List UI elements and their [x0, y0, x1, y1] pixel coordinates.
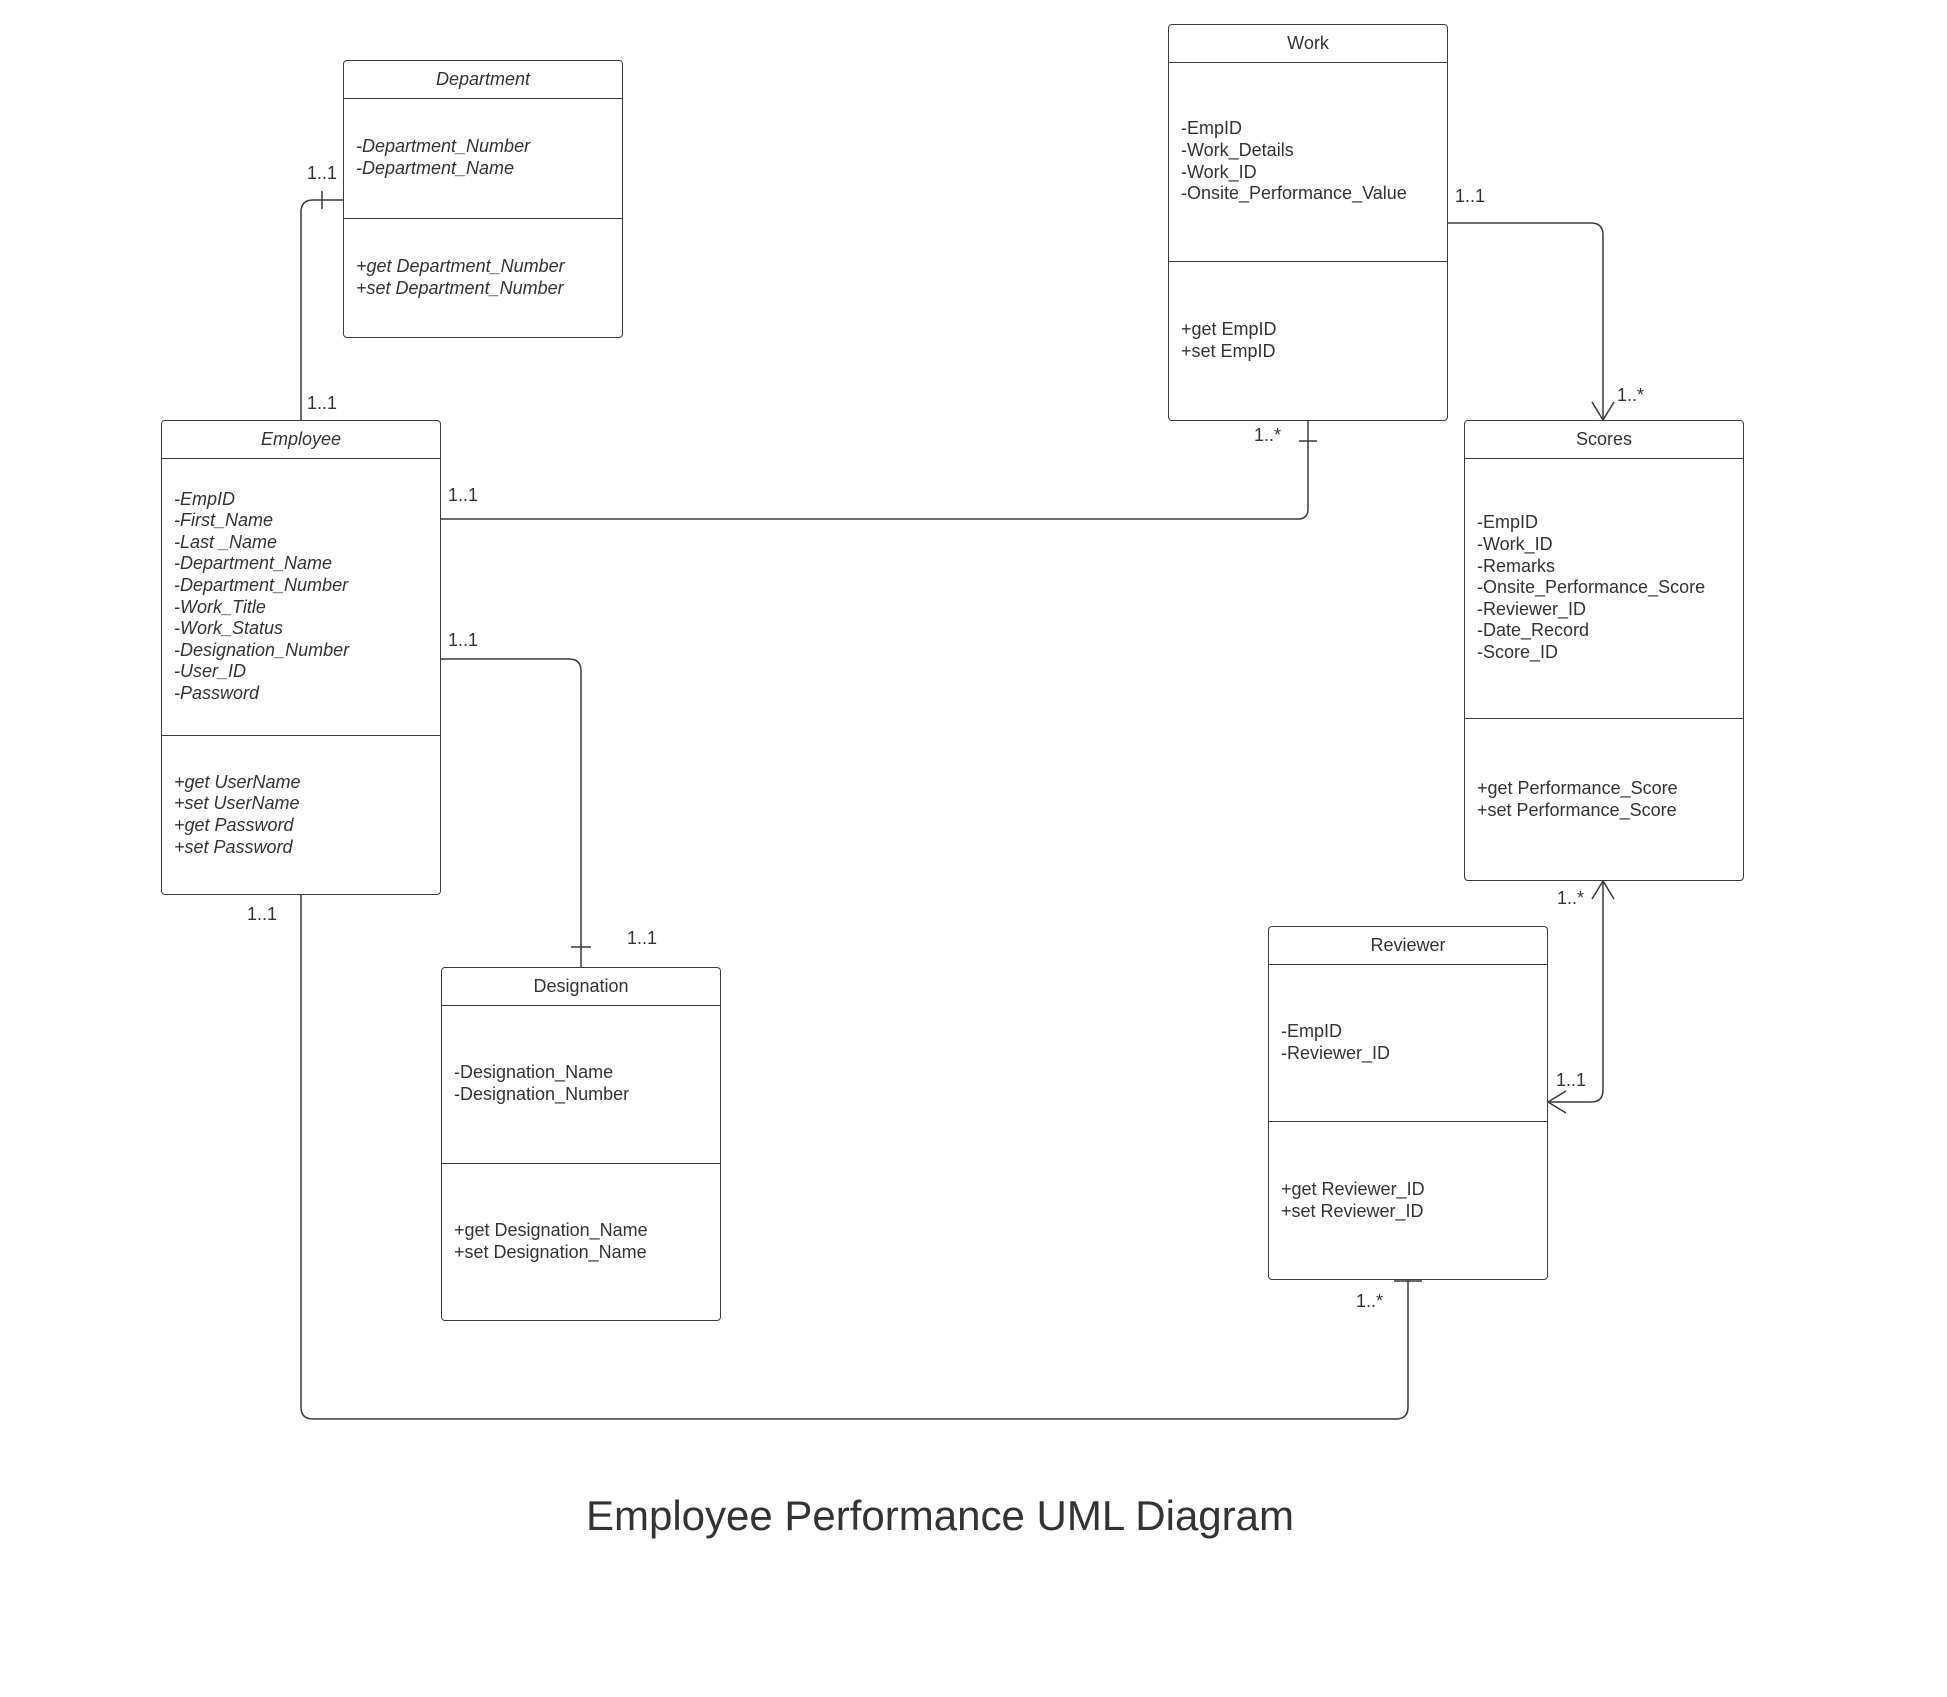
multiplicity-label: 1..1	[307, 393, 338, 413]
operation: +get Performance_Score	[1477, 777, 1678, 798]
operation: +set Password	[174, 836, 293, 857]
attribute: -User_ID	[174, 661, 247, 682]
class-work-operations: +get EmpID +set EmpID	[1169, 261, 1447, 420]
class-scores-name: Scores	[1465, 421, 1743, 459]
class-work[interactable]: Work -EmpID -Work_Details -Work_ID -Onsi…	[1168, 24, 1448, 421]
attribute: -Work_Details	[1181, 139, 1294, 160]
attribute: -EmpID	[174, 488, 236, 509]
class-reviewer[interactable]: Reviewer -EmpID -Reviewer_ID +get Review…	[1268, 926, 1548, 1280]
attribute: -Work_ID	[1477, 534, 1553, 555]
attribute: -Work_Title	[174, 596, 266, 617]
multiplicity-label: 1..*	[1254, 425, 1282, 445]
attribute: -Department_Name	[356, 158, 515, 178]
class-department-name: Department	[344, 61, 622, 99]
class-department-attributes: -Department_Number -Department_Name	[344, 98, 622, 218]
class-designation-name: Designation	[442, 968, 720, 1006]
operation: +set Performance_Score	[1477, 799, 1677, 820]
operation: +get Password	[174, 815, 294, 835]
class-work-attributes: -EmpID -Work_Details -Work_ID -Onsite_Pe…	[1169, 62, 1447, 261]
attribute: -Onsite_Performance_Score	[1477, 577, 1706, 598]
class-scores[interactable]: Scores -EmpID -Work_ID -Remarks -Onsite_…	[1464, 420, 1744, 881]
attribute: -Date_Record	[1477, 620, 1590, 641]
operation: +get Department_Number	[356, 256, 565, 277]
multiplicity-label: 1..*	[1557, 888, 1585, 908]
attribute: -Department_Number	[356, 136, 531, 157]
operation: +get UserName	[174, 771, 301, 792]
operation: +get EmpID	[1181, 319, 1277, 340]
attribute: -Department_Name	[174, 553, 333, 574]
multiplicity-label: 1..1	[627, 928, 658, 948]
attribute: -EmpID	[1281, 1020, 1343, 1041]
connector-employee-designation	[441, 658, 582, 967]
class-designation[interactable]: Designation -Designation_Name -Designati…	[441, 967, 721, 1321]
class-employee-operations: +get UserName +set UserName +get Passwor…	[162, 735, 440, 894]
attribute: -Designation_Number	[454, 1084, 630, 1104]
class-work-name: Work	[1169, 25, 1447, 63]
class-reviewer-operations: +get Reviewer_ID +set Reviewer_ID	[1269, 1121, 1547, 1279]
operation: +set Department_Number	[356, 278, 564, 298]
connector-scores-reviewer	[1548, 881, 1604, 1103]
attribute: -EmpID	[1181, 118, 1243, 139]
attribute: -Designation_Number	[174, 639, 350, 660]
attribute: -Designation_Name	[454, 1062, 614, 1083]
multiplicity-label: 1..1	[448, 630, 479, 650]
attribute: -Department_Number	[174, 574, 349, 595]
attribute: -Last _Name	[174, 531, 278, 552]
class-scores-operations: +get Performance_Score +set Performance_…	[1465, 718, 1743, 880]
attribute: -Work_ID	[1181, 161, 1257, 182]
attribute: -Score_ID	[1477, 641, 1559, 662]
class-scores-attributes: -EmpID -Work_ID -Remarks -Onsite_Perform…	[1465, 458, 1743, 718]
operation: +set UserName	[174, 793, 300, 814]
class-department-operations: +get Department_Number +set Department_N…	[344, 218, 622, 337]
operation: +get Reviewer_ID	[1281, 1178, 1425, 1199]
attribute: -First_Name	[174, 510, 274, 531]
multiplicity-label: 1..1	[247, 904, 278, 924]
connector-employee-work	[441, 420, 1309, 520]
class-reviewer-name: Reviewer	[1269, 927, 1547, 965]
operation: +set EmpID	[1181, 341, 1276, 361]
attribute: -Reviewer_ID	[1477, 598, 1587, 619]
operation: +set Designation_Name	[454, 1242, 647, 1262]
class-department[interactable]: Department -Department_Number -Departmen…	[343, 60, 623, 338]
diagram-title: Employee Performance UML Diagram	[585, 1492, 1295, 1539]
multiplicity-label: 1..1	[1455, 186, 1486, 206]
multiplicity-label: 1..*	[1356, 1291, 1384, 1311]
connector-employee-reviewer	[300, 895, 1409, 1420]
class-employee-name: Employee	[162, 421, 440, 459]
multiplicity-label: 1..1	[448, 485, 479, 505]
connector-work-scores	[1447, 222, 1604, 420]
connector-department-employee	[300, 199, 343, 421]
attribute: -Work_Status	[174, 618, 284, 639]
multiplicity-label: 1..*	[1617, 385, 1645, 405]
arrowhead-reviewer	[1546, 1090, 1567, 1114]
operation: +set Reviewer_ID	[1281, 1200, 1424, 1221]
attribute: -Remarks	[1477, 555, 1556, 576]
operation: +get Designation_Name	[454, 1220, 648, 1241]
multiplicity-label: 1..1	[307, 163, 338, 183]
attribute: -Reviewer_ID	[1281, 1042, 1391, 1063]
class-employee-attributes: -EmpID -First_Name -Last _Name -Departme…	[162, 458, 440, 735]
class-employee[interactable]: Employee -EmpID -First_Name -Last _Name …	[161, 420, 441, 895]
attribute: -Password	[174, 682, 260, 703]
class-designation-operations: +get Designation_Name +set Designation_N…	[442, 1163, 720, 1320]
class-designation-attributes: -Designation_Name -Designation_Number	[442, 1005, 720, 1163]
attribute: -Onsite_Performance_Value	[1181, 183, 1407, 204]
class-reviewer-attributes: -EmpID -Reviewer_ID	[1269, 964, 1547, 1121]
multiplicity-label: 1..1	[1556, 1070, 1587, 1090]
attribute: -EmpID	[1477, 512, 1539, 533]
arrowhead-scores-top	[1591, 879, 1615, 900]
